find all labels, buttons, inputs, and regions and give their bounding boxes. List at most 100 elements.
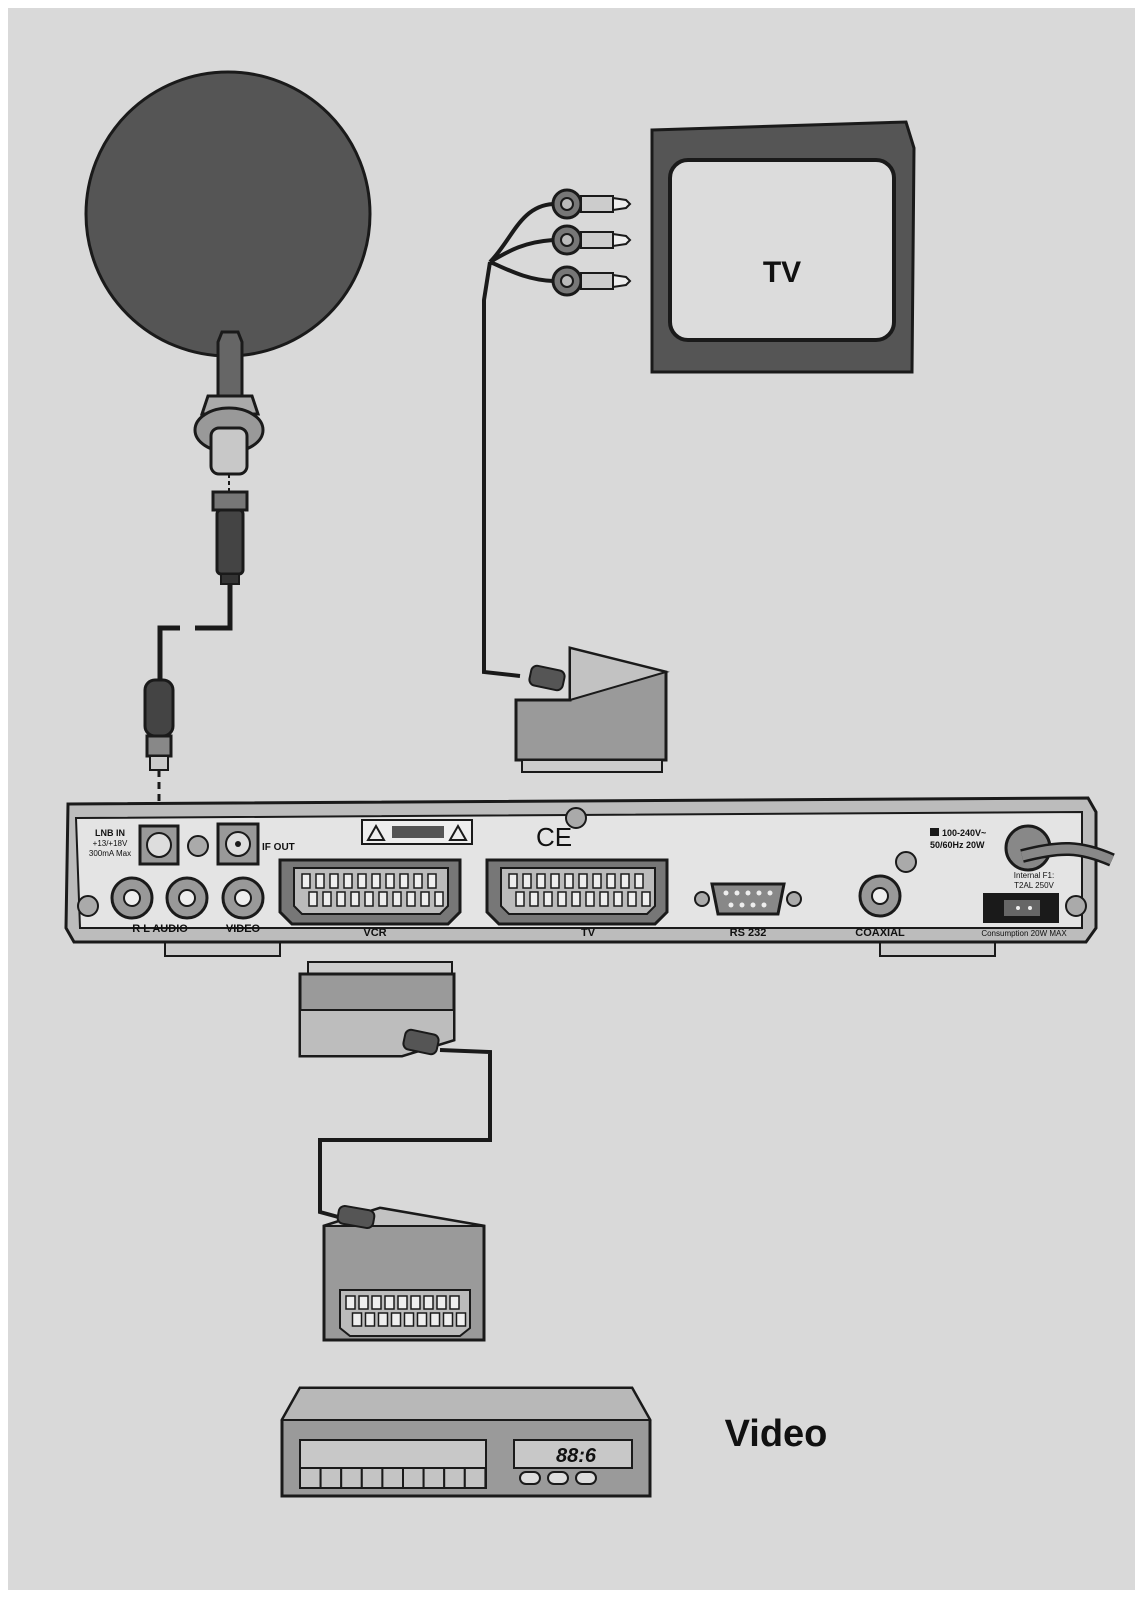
consumption-label: Consumption 20W MAX — [981, 929, 1067, 938]
scart-pin — [336, 891, 346, 907]
scart-pin — [606, 873, 616, 889]
tv-scart-cable — [482, 261, 521, 678]
vcr-key — [463, 1467, 487, 1489]
audio-l-jack — [165, 876, 209, 920]
scart-pin — [449, 1295, 460, 1310]
vcr-key — [381, 1467, 404, 1489]
scart-pin — [599, 891, 609, 907]
scart-pin — [578, 873, 588, 889]
scart-pin — [329, 873, 339, 889]
scart-pin — [301, 873, 311, 889]
vcr-button — [519, 1471, 541, 1485]
scart-pin — [557, 891, 567, 907]
vcr-scart-socket — [278, 858, 462, 926]
lnb-in-label: LNB IN — [95, 828, 125, 838]
vcr-key — [319, 1467, 343, 1489]
lnb-cable-plug — [143, 678, 175, 822]
scart-pin — [620, 873, 630, 889]
scart-pin — [358, 1295, 369, 1310]
coaxial-port — [858, 874, 902, 918]
scart-pin — [397, 1295, 408, 1310]
power-cable — [1004, 824, 1115, 872]
scart-pin — [308, 891, 318, 907]
scart-pin — [384, 1295, 395, 1310]
video-jack-label: VIDEO — [226, 923, 261, 935]
scart-pin — [613, 891, 623, 907]
scart-pin — [390, 1312, 402, 1327]
scart-pin — [343, 873, 353, 889]
scart-pin — [522, 873, 532, 889]
scart-pin — [641, 891, 651, 907]
scart-pin — [423, 1295, 434, 1310]
if-out-label: IF OUT — [262, 842, 295, 853]
video-jack — [221, 876, 265, 920]
vcr-display: 88:6 — [556, 1445, 597, 1467]
rs232-port — [694, 882, 802, 916]
ce-mark: CE — [536, 822, 572, 852]
scart-plug-receiver — [298, 961, 456, 1058]
warning-label — [361, 819, 473, 845]
scart-pin — [455, 1312, 467, 1327]
power-label-2: 50/60Hz 20W — [930, 840, 985, 850]
vcr-label: VCR — [363, 927, 386, 939]
tv-scart-socket — [485, 858, 669, 926]
power-switch — [983, 893, 1059, 923]
scart-pin — [508, 873, 518, 889]
audio-label: R L AUDIO — [132, 923, 188, 935]
coaxial-label: COAXIAL — [855, 927, 905, 939]
scart-pin — [429, 1312, 441, 1327]
scart-pin — [564, 873, 574, 889]
scart-pin — [536, 873, 546, 889]
scart-pin — [550, 873, 560, 889]
scart-pin — [592, 873, 602, 889]
scart-pin — [403, 1312, 415, 1327]
scart-pin — [385, 873, 395, 889]
vcr-button — [547, 1471, 569, 1485]
scart-pin — [350, 891, 360, 907]
lnb-spec-1: +13/+18V — [93, 839, 128, 848]
scart-plug-vcr — [322, 1204, 486, 1342]
scart-pin — [364, 1312, 376, 1327]
scart-pin — [413, 873, 423, 889]
vcr-key — [340, 1467, 363, 1489]
scart-pin — [420, 891, 430, 907]
scart-pin — [322, 891, 332, 907]
vcr-key — [443, 1467, 466, 1489]
vcr-key — [360, 1467, 384, 1489]
rca-plugs — [488, 188, 632, 297]
scart-pin — [315, 873, 325, 889]
video-recorder: 88:6 — [280, 1386, 652, 1498]
tv-scart-label: TV — [581, 927, 596, 939]
scart-pin — [377, 1312, 389, 1327]
scart-pin — [416, 1312, 428, 1327]
satellite-dish — [84, 70, 372, 476]
rca-plug — [551, 224, 632, 256]
scart-pin — [543, 891, 553, 907]
scart-pin — [378, 891, 388, 907]
scart-pin — [529, 891, 539, 907]
lnb-in-port — [138, 824, 180, 866]
vcr-scart-cable — [318, 1048, 492, 1220]
scart-pin — [357, 873, 367, 889]
rca-plug — [551, 188, 632, 220]
tv-label: TV — [763, 256, 801, 289]
scart-pin — [627, 891, 637, 907]
scart-pin — [442, 1312, 454, 1327]
vcr-key — [422, 1467, 446, 1489]
fuse-label-2: T2AL 250V — [1014, 881, 1054, 890]
scart-pin — [571, 891, 581, 907]
scart-pin — [515, 891, 525, 907]
scart-pin — [371, 1295, 382, 1310]
power-label-1: 100-240V~ — [942, 828, 986, 838]
dish-cable — [157, 584, 233, 680]
audio-r-jack — [110, 876, 154, 920]
vcr-key — [402, 1467, 425, 1489]
scart-pin — [410, 1295, 421, 1310]
if-out-port — [216, 822, 260, 866]
video-label: Video — [725, 1413, 828, 1455]
scart-pin — [406, 891, 416, 907]
vcr-key — [299, 1467, 322, 1489]
power-symbol — [930, 828, 939, 836]
receiver-rear-panel: LNB IN +13/+18V 300mA Max IF OUT R L AUD… — [64, 796, 1115, 957]
